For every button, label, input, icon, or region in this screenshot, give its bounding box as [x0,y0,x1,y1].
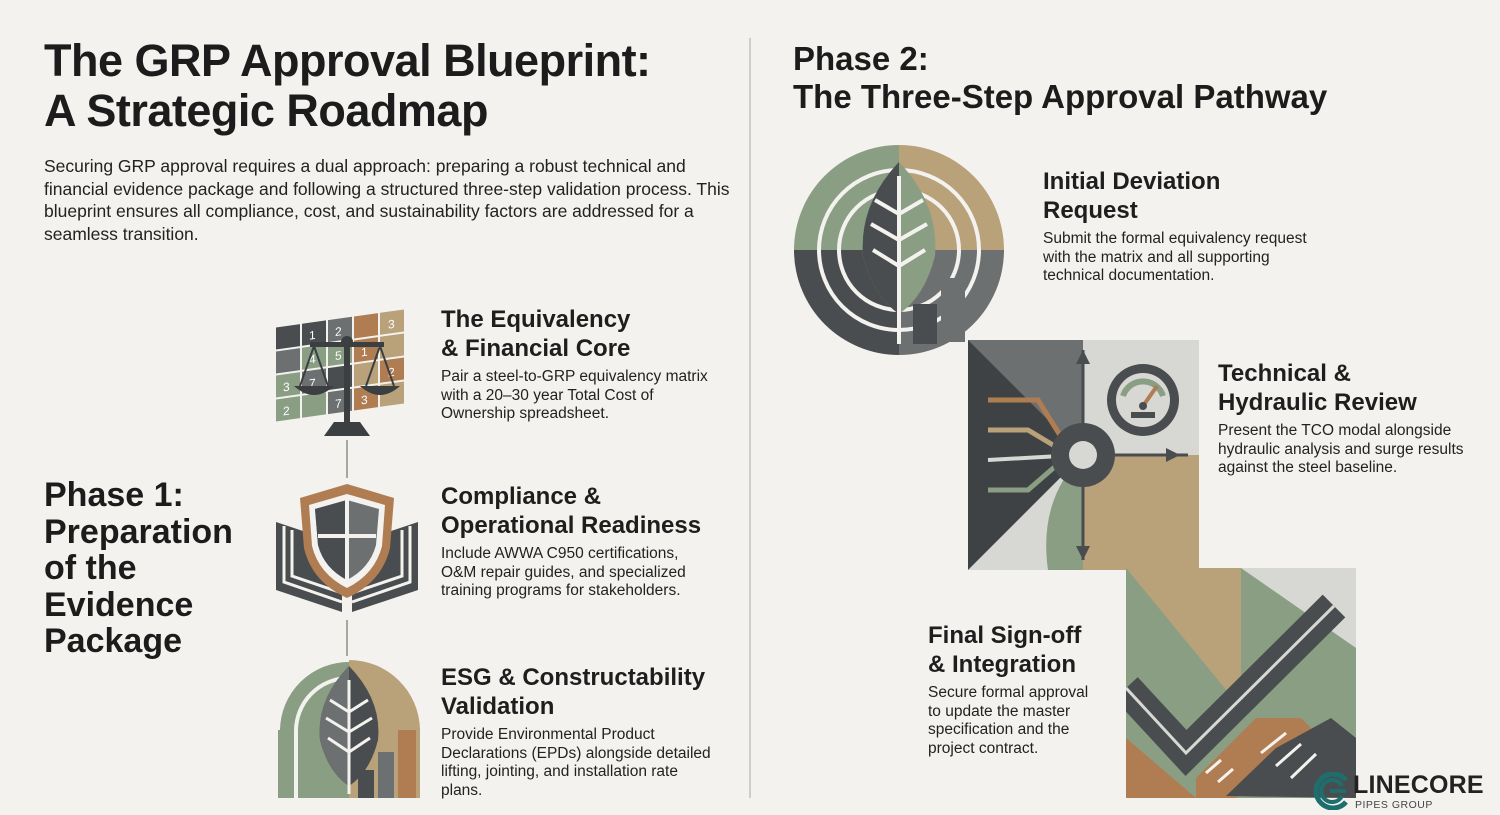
matrix-number: 7 [309,376,316,391]
leaf-circle-icon [794,145,1004,355]
step-title-line: The Equivalency [441,306,631,333]
step-title: The Equivalency & Financial Core [441,306,741,363]
matrix-number: 2 [388,365,395,380]
step-description: Provide Environmental Product Declaratio… [441,726,711,799]
matrix-number: 2 [283,404,290,419]
column-divider [749,38,751,798]
matrix-number: 5 [335,348,342,363]
page-title-line-1: The GRP Approval Blueprint: [44,35,651,86]
step-title-line: Validation [441,692,555,720]
step-equivalency-financial: The Equivalency & Financial Core Pair a … [441,306,741,424]
step-title-line: Hydraulic Review [1218,388,1417,416]
phase-2-heading: Phase 2: The Three-Step Approval Pathway [793,40,1327,116]
step-compliance-readiness: Compliance & Operational Readiness Inclu… [441,483,741,601]
step-technical-hydraulic-review: Technical & Hydraulic Review Present the… [1218,360,1488,478]
step-title-line: ESG & Constructability [441,664,706,691]
step-description: Pair a steel-to-GRP equivalency matrix w… [441,368,708,422]
step-title-line: Request [1043,196,1138,224]
linecore-logo-icon [1313,772,1348,810]
phase-1-line: Phase 1: [44,476,184,514]
matrix-number: 3 [388,317,395,332]
phase-2-line: Phase 2: [793,40,929,77]
scales-matrix-icon: 1 2 3 4 5 1 3 7 2 2 7 3 [276,309,404,436]
step-title-line: Final Sign-off [928,622,1082,649]
step-description: Present the TCO modal alongside hydrauli… [1218,422,1464,476]
leaf-chart-icon [276,658,420,798]
page-title: The GRP Approval Blueprint: A Strategic … [44,36,651,136]
step-esg-constructability: ESG & Constructability Validation Provid… [441,664,741,800]
step-title-line: & Financial Core [441,334,631,362]
intro-paragraph: Securing GRP approval requires a dual ap… [44,156,730,244]
matrix-number: 2 [335,324,342,339]
step-title: Compliance & Operational Readiness [441,483,741,540]
phase-1-line: of the [44,549,137,587]
matrix-number: 1 [309,328,316,343]
brand-name: LINECORE [1353,771,1484,799]
gauge-flow-icon [968,340,1199,570]
step-final-signoff-integration: Final Sign-off & Integration Secure form… [928,622,1148,758]
step-connector [346,440,348,478]
step-title: Initial Deviation Request [1043,168,1363,225]
step-description: Secure formal approval to update the mas… [928,684,1089,757]
step-description: Include AWWA C950 certifications, O&M re… [441,545,686,599]
matrix-number: 1 [361,345,368,360]
phase-1-line: Preparation [44,512,233,551]
phase-1-heading: Phase 1: Preparation of the Evidence Pac… [44,477,233,660]
page-title-line-2: A Strategic Roadmap [44,85,488,136]
step-title-line: Operational Readiness [441,511,702,539]
step-connector [346,620,348,656]
step-title-line: Technical & [1218,360,1351,387]
step-title-line: Initial Deviation [1043,168,1221,195]
matrix-number: 4 [309,352,316,367]
brand-subtitle: PIPES GROUP [1355,799,1433,811]
shield-book-icon [276,484,418,612]
step-title-line: & Integration [928,650,1076,678]
step-title: Final Sign-off & Integration [928,622,1148,679]
step-title: ESG & Constructability Validation [441,664,741,721]
step-initial-deviation-request: Initial Deviation Request Submit the for… [1043,168,1363,286]
step-title-line: Compliance & [441,483,602,510]
step-description: Submit the formal equivalency request wi… [1043,230,1307,284]
matrix-number: 3 [283,380,290,395]
matrix-number: 3 [361,393,368,408]
check-handshake-icon [1126,568,1356,798]
step-title: Technical & Hydraulic Review [1218,360,1488,417]
phase-1-line: Package [44,622,182,660]
matrix-number: 7 [335,396,342,411]
phase-1-line: Evidence [44,585,194,624]
phase-2-line: The Three-Step Approval Pathway [793,78,1328,115]
